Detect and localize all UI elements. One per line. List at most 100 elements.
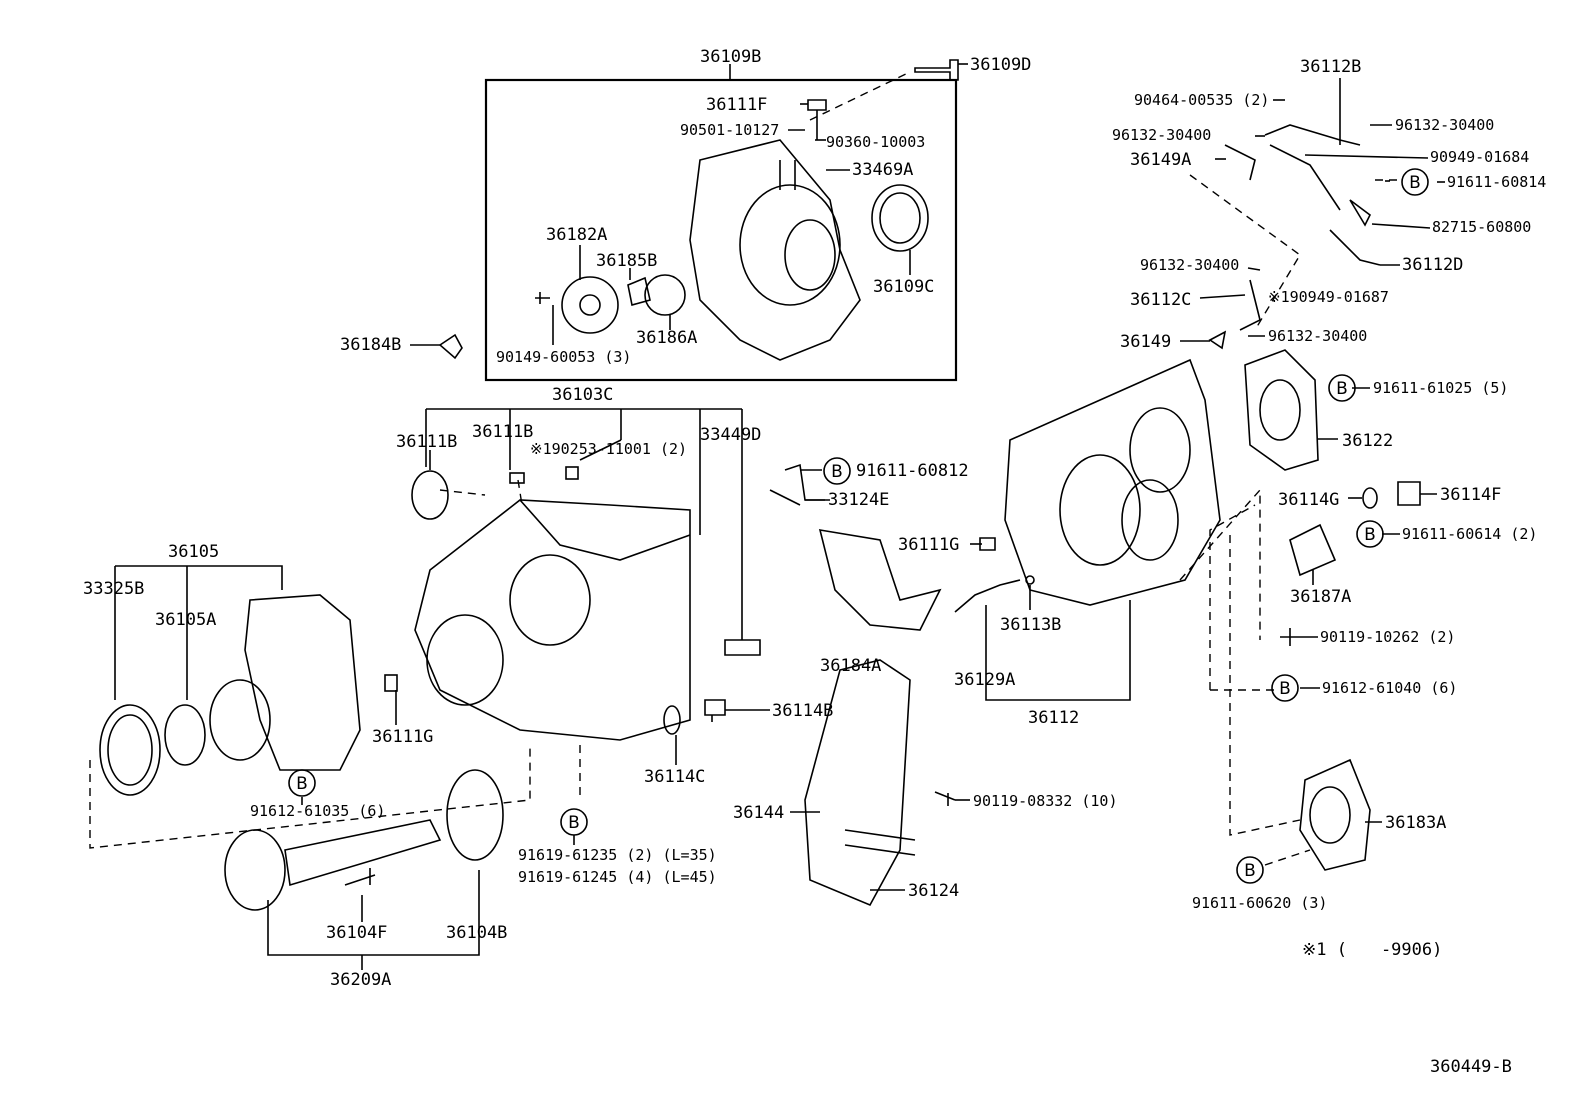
bracket-33124e-shape (769, 463, 830, 506)
plug-36109d-shape (914, 59, 959, 81)
seal-36109c-shape (871, 184, 929, 252)
svg-text:B: B (296, 774, 308, 794)
bracket-36103c (425, 408, 743, 640)
plug-36114f-shape (1397, 481, 1421, 506)
diagram-number: 360449-B (1430, 1057, 1512, 1077)
extension-housing-shape (689, 139, 861, 361)
label-90360-10003: 90360-10003 (826, 133, 925, 151)
plug-36114b-shape (704, 699, 726, 722)
label-36111g-left: 36111G (372, 727, 433, 747)
label-36112: 36112 (1028, 708, 1079, 728)
ring-36114g-shape (1362, 487, 1378, 509)
svg-text:B: B (1244, 861, 1256, 881)
label-36122: 36122 (1342, 431, 1393, 451)
cover-36183a-shape (1299, 758, 1371, 871)
pin-36111g-b-shape (979, 537, 996, 551)
seal-36114c-shape (663, 705, 681, 735)
label-91611-60614: 91611-60614 (2) (1402, 525, 1537, 543)
label-36185b: 36185B (596, 251, 657, 271)
label-36187a: 36187A (1290, 587, 1351, 607)
bracket-36112 (985, 600, 1131, 701)
bolt-90149-shape (535, 292, 550, 304)
footnote-applicability: ※1 ( -9906) (1302, 940, 1442, 960)
bolt-90119-10262-shape (1280, 628, 1298, 646)
label-36144: 36144 (733, 803, 784, 823)
pump-gear-36182a-shape (561, 276, 619, 334)
badge-b-5: B (1271, 674, 1299, 702)
label-91611-60814: 91611-60814 (1447, 173, 1546, 191)
label-36105a: 36105A (155, 610, 216, 630)
label-90119-08332: 90119-08332 (10) (973, 792, 1118, 810)
pin-36111g-shape (384, 674, 398, 692)
label-96132-30400-c: 96132-30400 (1140, 256, 1239, 274)
label-96132-30400-d: 96132-30400 (1268, 327, 1367, 345)
badge-b-8: B (1236, 856, 1264, 884)
label-96132-30400-a: 96132-30400 (1112, 126, 1211, 144)
label-36111b-right: 36111B (472, 422, 533, 442)
label-36113b: 36113B (1000, 615, 1061, 635)
label-90464-00535: 90464-00535 (2) (1134, 91, 1269, 109)
bracket-36209a (267, 870, 480, 970)
cover-36184a-shape (818, 529, 942, 631)
pin-36111b-shape (509, 472, 525, 484)
label-36182a: 36182A (546, 225, 607, 245)
label-36105: 36105 (168, 542, 219, 562)
pump-piece-36185b-shape (627, 276, 651, 307)
label-36104b: 36104B (446, 923, 507, 943)
label-36103c: 36103C (552, 385, 613, 405)
svg-text:B: B (568, 813, 580, 833)
tube-36129a-shape (954, 579, 1021, 613)
label-36112b: 36112B (1300, 57, 1361, 77)
label-36124: 36124 (908, 881, 959, 901)
label-36109b: 36109B (700, 47, 761, 67)
label-36114b: 36114B (772, 701, 833, 721)
label-33124e: 33124E (828, 490, 889, 510)
seal-36104b-shape (446, 769, 504, 861)
label-91611-60620: 91611-60620 (3) (1192, 894, 1327, 912)
svg-text:B: B (1364, 525, 1376, 545)
label-91619-61245: 91619-61245 (4) (L=45) (518, 868, 717, 886)
transfer-case-rear-shape (1004, 358, 1221, 606)
label-33469a: 33469A (852, 160, 913, 180)
label-90949-01687: ※190949-01687 (1268, 288, 1389, 306)
knob-36184b-shape (438, 333, 463, 360)
label-91619-61235: 91619-61235 (2) (L=35) (518, 846, 717, 864)
seal-36111b-shape (411, 470, 449, 520)
breather-36111f-shape (807, 99, 827, 140)
label-36149a: 36149A (1130, 150, 1191, 170)
seal-33325b-shape (99, 704, 161, 796)
bolt-36104f-shape (344, 868, 376, 886)
label-90149-60053: 90149-60053 (3) (496, 348, 631, 366)
breather-hose-shapes (1208, 124, 1381, 350)
label-36111f: 36111F (706, 95, 767, 115)
label-36184b: 36184B (340, 335, 401, 355)
transfer-case-front-shape (414, 499, 691, 741)
label-90119-10262: 90119-10262 (2) (1320, 628, 1455, 646)
svg-text:B: B (1409, 173, 1421, 193)
pump-gear-36186a-shape (644, 274, 686, 316)
bracket-36187a-shape (1289, 523, 1337, 577)
label-91611-61025: 91611-61025 (5) (1373, 379, 1508, 397)
bolt-90119-08332-shape (934, 791, 956, 806)
label-36114g: 36114G (1278, 490, 1339, 510)
svg-text:B: B (1279, 679, 1291, 699)
label-36114f: 36114F (1440, 485, 1501, 505)
label-90501-10127: 90501-10127 (680, 121, 779, 139)
oil-pan-shape (804, 659, 916, 907)
label-36186a: 36186A (636, 328, 697, 348)
label-36129a: 36129A (954, 670, 1015, 690)
label-36183a: 36183A (1385, 813, 1446, 833)
label-36109d: 36109D (970, 55, 1031, 75)
label-36111g-mid: 36111G (898, 535, 959, 555)
label-91612-61035: 91612-61035 (6) (250, 802, 385, 820)
label-36109c: 36109C (873, 277, 934, 297)
badge-b-1: B (1401, 168, 1429, 196)
badge-b-6: B (288, 769, 316, 797)
badge-b-3: B (823, 457, 851, 485)
leader-lines (301, 63, 1445, 922)
oil-pump-group-frame (484, 78, 958, 382)
label-36209a: 36209A (330, 970, 391, 990)
pin-90253-shape (565, 466, 579, 480)
label-36112d: 36112D (1402, 255, 1463, 275)
